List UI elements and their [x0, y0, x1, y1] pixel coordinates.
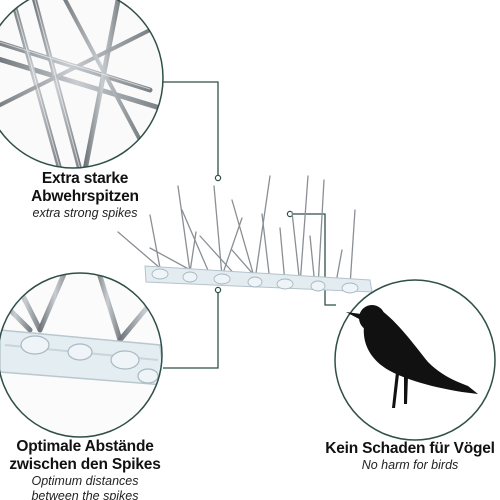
spike-strip-product [117, 175, 373, 294]
callout-line-top [163, 81, 219, 178]
caption-strong-spikes: Extra starke Abwehrspitzen extra strong … [10, 170, 160, 221]
caption-no-harm-subtitle: No harm for birds [361, 458, 459, 472]
callout-lines [163, 81, 336, 369]
caption-optimal-distances: Optimale Abstände zwischen den Spikes Op… [0, 438, 170, 500]
zoom-circle-spikes-border [0, 0, 164, 169]
callout-dot-top [214, 174, 222, 182]
zoom-circle-spikes [0, 0, 163, 168]
zoom-circle-base-border [0, 272, 163, 438]
caption-optimal-distances-title-2: zwischen den Spikes [9, 456, 161, 473]
callout-dot-bottom [214, 286, 222, 294]
caption-optimal-distances-subtitle-1: Optimum distances [31, 474, 139, 488]
caption-optimal-distances-title-1: Optimale Abstände [16, 438, 154, 455]
bird-silhouette-icon [346, 305, 478, 408]
zoom-circle-base [0, 273, 162, 437]
callout-line-bottom [163, 290, 219, 369]
caption-strong-spikes-title-2: Abwehrspitzen [31, 188, 139, 205]
caption-strong-spikes-subtitle: extra strong spikes [32, 206, 138, 220]
caption-strong-spikes-title-1: Extra starke [41, 170, 129, 187]
caption-no-harm: Kein Schaden für Vögel No harm for birds [320, 440, 500, 473]
caption-optimal-distances-subtitle-2: between the spikes [31, 489, 139, 500]
caption-no-harm-title: Kein Schaden für Vögel [325, 440, 495, 457]
callout-line-right [290, 213, 336, 306]
